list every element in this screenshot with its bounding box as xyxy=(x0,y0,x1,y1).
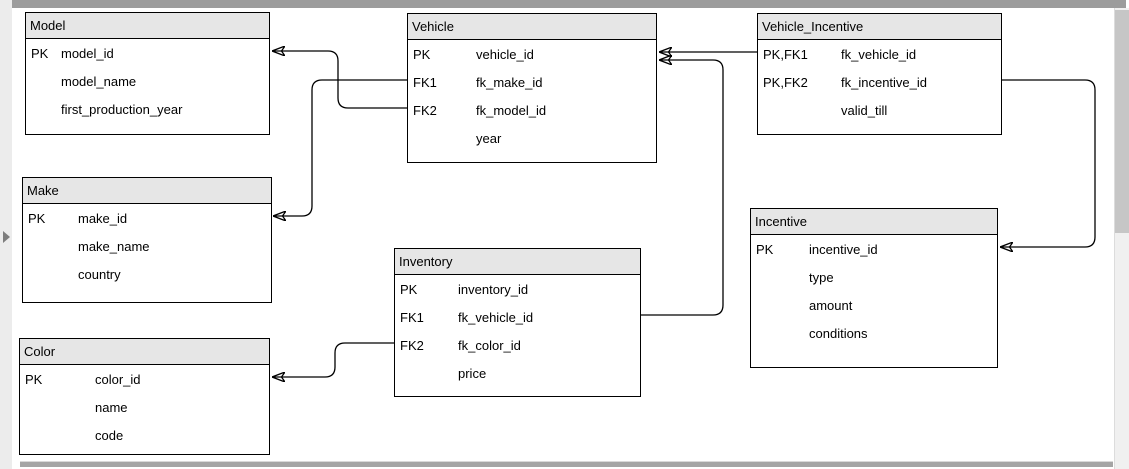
key-label: PK xyxy=(25,371,43,387)
attribute-name: vehicle_id xyxy=(476,46,534,62)
attribute-name: fk_make_id xyxy=(476,74,543,90)
entity-title[interactable]: Make xyxy=(23,178,271,204)
entity-title[interactable]: Incentive xyxy=(751,209,997,235)
attribute-name: type xyxy=(809,269,834,285)
attribute-row[interactable]: model_name xyxy=(26,67,269,95)
horizontal-scrollbar-thumb[interactable] xyxy=(20,461,1113,467)
attribute-row[interactable]: code xyxy=(20,421,269,449)
key-label: FK2 xyxy=(400,337,424,353)
entity-title[interactable]: Color xyxy=(20,339,269,365)
attribute-row[interactable]: amount xyxy=(751,291,997,319)
attribute-name: make_name xyxy=(78,238,150,254)
panel-toggle-icon[interactable] xyxy=(3,231,10,243)
attribute-row[interactable]: PK,FK1 fk_vehicle_id xyxy=(758,40,1001,68)
attribute-name: valid_till xyxy=(841,102,888,118)
attribute-row[interactable]: make_name xyxy=(23,232,271,260)
attribute-row[interactable]: PK,FK2 fk_incentive_id xyxy=(758,68,1001,96)
entity-title[interactable]: Vehicle xyxy=(408,14,656,40)
key-label: PK xyxy=(756,241,774,257)
attribute-name: fk_vehicle_id xyxy=(458,309,534,325)
attribute-name: fk_incentive_id xyxy=(841,74,927,90)
entity-table-model[interactable]: Model PK model_id model_name first_produ… xyxy=(25,12,270,135)
key-label: PK xyxy=(413,46,431,62)
attribute-name: country xyxy=(78,266,121,282)
attribute-name: name xyxy=(95,399,128,415)
attribute-row[interactable]: type xyxy=(751,263,997,291)
attribute-row[interactable]: valid_till xyxy=(758,96,1001,124)
attribute-name: inventory_id xyxy=(458,281,529,297)
entity-table-make[interactable]: Make PK make_id make_name country xyxy=(22,177,272,303)
key-label: PK,FK2 xyxy=(763,74,808,90)
attribute-name: fk_color_id xyxy=(458,337,521,353)
attribute-name: color_id xyxy=(95,371,141,387)
key-label: FK2 xyxy=(413,102,437,118)
entity-table-inventory[interactable]: Inventory PK inventory_id FK1 fk_vehicle… xyxy=(394,248,641,397)
entity-title[interactable]: Model xyxy=(26,13,269,39)
attribute-row[interactable]: year xyxy=(408,124,656,152)
vertical-scrollbar-thumb[interactable] xyxy=(1115,10,1129,233)
top-scrollbar[interactable] xyxy=(12,0,1126,8)
entity-table-color[interactable]: Color PK color_id name code xyxy=(19,338,270,455)
attribute-name: first_production_year xyxy=(61,101,183,117)
attribute-row[interactable]: PK vehicle_id xyxy=(408,40,656,68)
attribute-row[interactable]: name xyxy=(20,393,269,421)
key-label: FK1 xyxy=(400,309,424,325)
attribute-row[interactable]: PK color_id xyxy=(20,365,269,393)
attribute-name: code xyxy=(95,427,124,443)
attribute-name: year xyxy=(476,130,502,146)
attribute-row[interactable]: FK1 fk_make_id xyxy=(408,68,656,96)
attribute-name: incentive_id xyxy=(809,241,878,257)
entity-table-vehicle[interactable]: Vehicle PK vehicle_id FK1 fk_make_id FK2… xyxy=(407,13,657,163)
attribute-name: model_name xyxy=(61,73,137,89)
attribute-name: amount xyxy=(809,297,853,313)
attribute-row[interactable]: PK inventory_id xyxy=(395,275,640,303)
attribute-row[interactable]: PK make_id xyxy=(23,204,271,232)
attribute-row[interactable]: country xyxy=(23,260,271,288)
attribute-row[interactable]: price xyxy=(395,359,640,387)
entity-table-vehicle-incentive[interactable]: Vehicle_Incentive PK,FK1 fk_vehicle_id P… xyxy=(757,13,1002,135)
attribute-row[interactable]: conditions xyxy=(751,319,997,347)
attribute-row[interactable]: FK2 fk_color_id xyxy=(395,331,640,359)
entity-title[interactable]: Vehicle_Incentive xyxy=(758,14,1001,40)
attribute-name: make_id xyxy=(78,210,128,226)
key-label: FK1 xyxy=(413,74,437,90)
attribute-name: price xyxy=(458,365,487,381)
attribute-name: model_id xyxy=(61,45,114,61)
attribute-name: fk_model_id xyxy=(476,102,547,118)
entity-table-incentive[interactable]: Incentive PK incentive_id type amount co… xyxy=(750,208,998,368)
key-label: PK,FK1 xyxy=(763,46,808,62)
key-label: PK xyxy=(28,210,46,226)
entity-title[interactable]: Inventory xyxy=(395,249,640,275)
attribute-row[interactable]: PK incentive_id xyxy=(751,235,997,263)
attribute-row[interactable]: FK2 fk_model_id xyxy=(408,96,656,124)
key-label: PK xyxy=(31,45,49,61)
attribute-row[interactable]: first_production_year xyxy=(26,95,269,123)
key-label: PK xyxy=(400,281,418,297)
attribute-row[interactable]: PK model_id xyxy=(26,39,269,67)
attribute-row[interactable]: FK1 fk_vehicle_id xyxy=(395,303,640,331)
attribute-name: conditions xyxy=(809,325,868,341)
attribute-name: fk_vehicle_id xyxy=(841,46,917,62)
